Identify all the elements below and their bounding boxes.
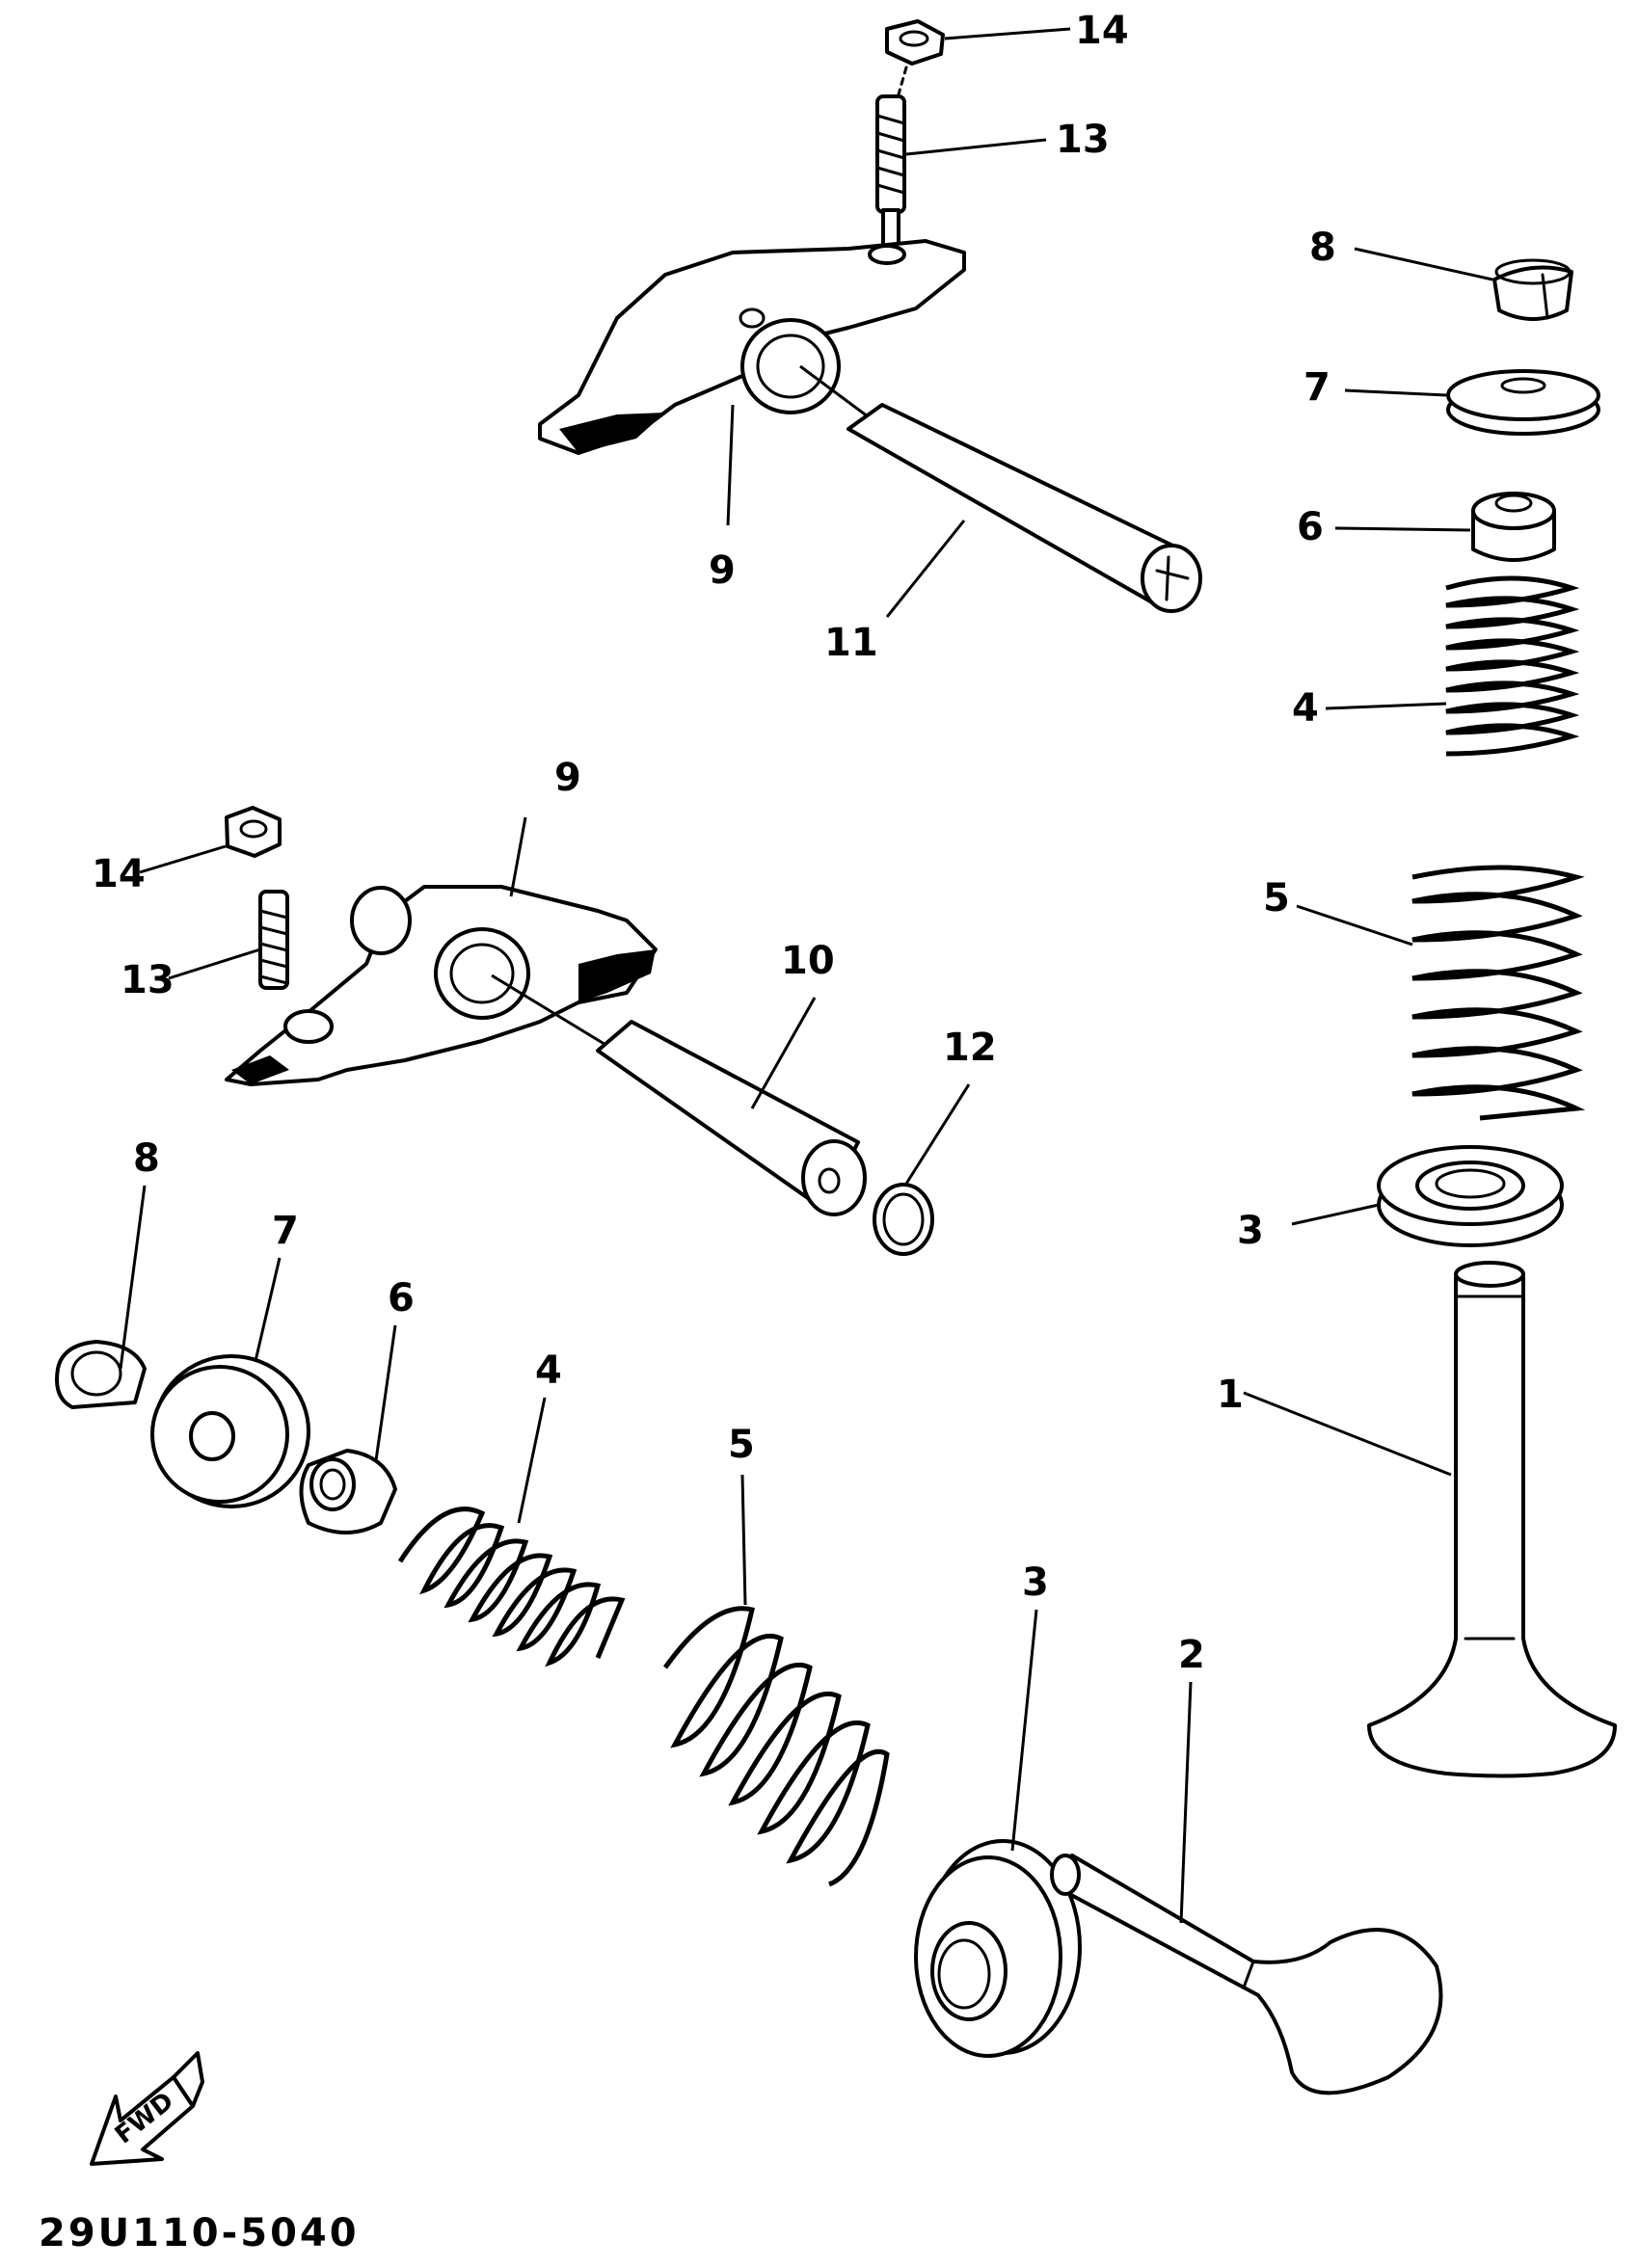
nut-14-top <box>885 19 945 66</box>
callout-13-top: 13 <box>1056 118 1110 162</box>
rocker-shaft-11 <box>799 364 1202 613</box>
spring-seat-3-right <box>1377 1145 1564 1247</box>
callout-8-right: 8 <box>1309 226 1336 270</box>
callout-10: 10 <box>781 939 835 983</box>
outer-spring-5-right <box>1411 865 1586 1121</box>
callout-13-mid: 13 <box>121 958 175 1002</box>
callout-7-right: 7 <box>1303 365 1330 410</box>
callout-3-right: 3 <box>1237 1209 1264 1253</box>
adjuster-screw-13-top <box>875 94 906 251</box>
rocker-arm-9-mid <box>225 885 658 1086</box>
spring-seat-3-left <box>914 1839 1082 2058</box>
inner-spring-4-right <box>1445 575 1580 757</box>
callout-3-left: 3 <box>1022 1561 1049 1605</box>
cotter-8-right <box>1492 258 1573 321</box>
drawing-code: 29U110-5040 <box>39 2211 360 2255</box>
retainer-7-right <box>1446 369 1600 436</box>
rocker-shaft-10 <box>491 974 867 1216</box>
leader-lines <box>119 27 1493 1924</box>
callout-11: 11 <box>824 621 878 665</box>
spring-seat-6-right <box>1471 492 1556 562</box>
callout-9-top: 9 <box>709 548 736 593</box>
adjuster-screw-13-mid <box>258 890 289 990</box>
o-ring-12 <box>873 1183 934 1256</box>
cotter-8-left <box>55 1340 147 1409</box>
valve-2 <box>1050 1854 1443 2095</box>
nut-14-mid <box>225 806 282 858</box>
rocker-arm-9-top <box>538 239 966 455</box>
spring-seat-6-left <box>299 1449 397 1534</box>
retainer-7-left <box>150 1354 310 1508</box>
callout-2: 2 <box>1178 1633 1205 1677</box>
callout-4-left: 4 <box>535 1348 562 1393</box>
callout-6-right: 6 <box>1297 505 1324 549</box>
callout-4-right: 4 <box>1292 686 1319 731</box>
callout-5-right: 5 <box>1263 876 1290 921</box>
callout-5-left: 5 <box>728 1423 755 1467</box>
outer-spring-5-left <box>662 1606 890 1887</box>
callout-9-mid: 9 <box>554 756 581 800</box>
fwd-arrow: FWD <box>90 2051 204 2166</box>
callout-1: 1 <box>1217 1373 1244 1417</box>
callout-8-left: 8 <box>133 1136 160 1181</box>
callout-6-left: 6 <box>388 1276 415 1321</box>
callout-12: 12 <box>943 1026 997 1070</box>
valve-1 <box>1367 1261 1617 1778</box>
callout-numbers: 14 13 9 11 8 7 6 4 5 3 1 9 14 13 10 12 8… <box>92 9 1336 1677</box>
callout-14-mid: 14 <box>92 852 146 896</box>
inner-spring-4-left <box>397 1507 626 1668</box>
callout-14-top: 14 <box>1075 9 1129 53</box>
callout-7-left: 7 <box>272 1209 299 1253</box>
